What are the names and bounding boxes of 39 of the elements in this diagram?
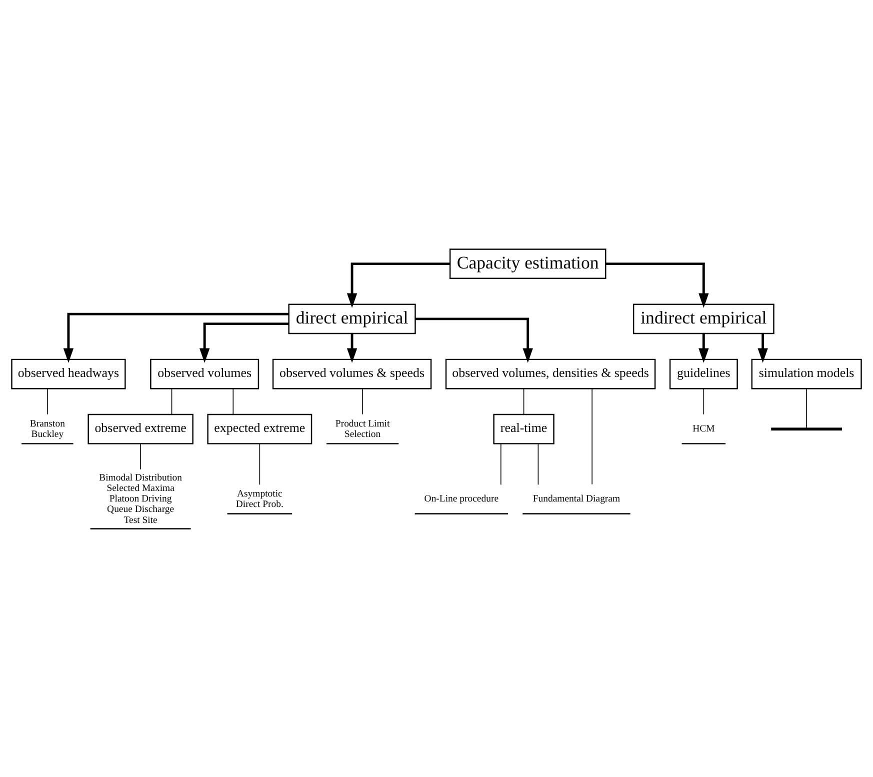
connector: [140, 443, 141, 470]
connector: [538, 443, 539, 484]
arrow: [415, 317, 533, 362]
connector: [500, 443, 502, 484]
arrow: [63, 312, 289, 362]
node-box: simulation models: [751, 358, 862, 389]
node-box: observed volumes, densities & speeds: [445, 358, 656, 389]
node-box: real-time: [493, 413, 554, 444]
node-box: observed extreme: [88, 413, 194, 444]
node-box: indirect empirical: [632, 303, 774, 334]
node-text: Product Limit Selection: [335, 418, 390, 440]
node-text: Bimodal Distribution Selected Maxima Platoon Driving Queue Discharge Test Site: [99, 472, 182, 526]
arrow: [698, 333, 709, 362]
node-text: HCM: [692, 423, 715, 434]
node-box: observed volumes & speeds: [272, 358, 432, 389]
connector: [171, 388, 172, 414]
connector: [259, 443, 260, 484]
node-box: expected extreme: [207, 413, 312, 444]
connector: [806, 388, 807, 428]
connector: [703, 388, 704, 414]
node-box: observed headways: [11, 358, 126, 389]
node-box: direct empirical: [288, 303, 416, 334]
connector: [47, 388, 48, 414]
node-box: guidelines: [669, 358, 738, 389]
connector: [362, 388, 363, 414]
node-text: Asymptotic Direct Prob.: [236, 488, 284, 510]
node-box: Capacity estimation: [449, 248, 606, 279]
node-box: observed volumes: [150, 358, 260, 389]
node-text: Branston Buckley: [30, 418, 65, 440]
arrow: [346, 262, 450, 308]
connector: [232, 388, 234, 414]
arrow: [606, 262, 709, 308]
arrow: [758, 333, 768, 362]
arrow: [346, 333, 358, 362]
node-text: On-Line procedure: [424, 493, 499, 504]
connector: [523, 388, 524, 414]
arrow: [199, 322, 289, 362]
node-text: Fundamental Diagram: [532, 493, 620, 504]
node-bar: [771, 427, 842, 430]
